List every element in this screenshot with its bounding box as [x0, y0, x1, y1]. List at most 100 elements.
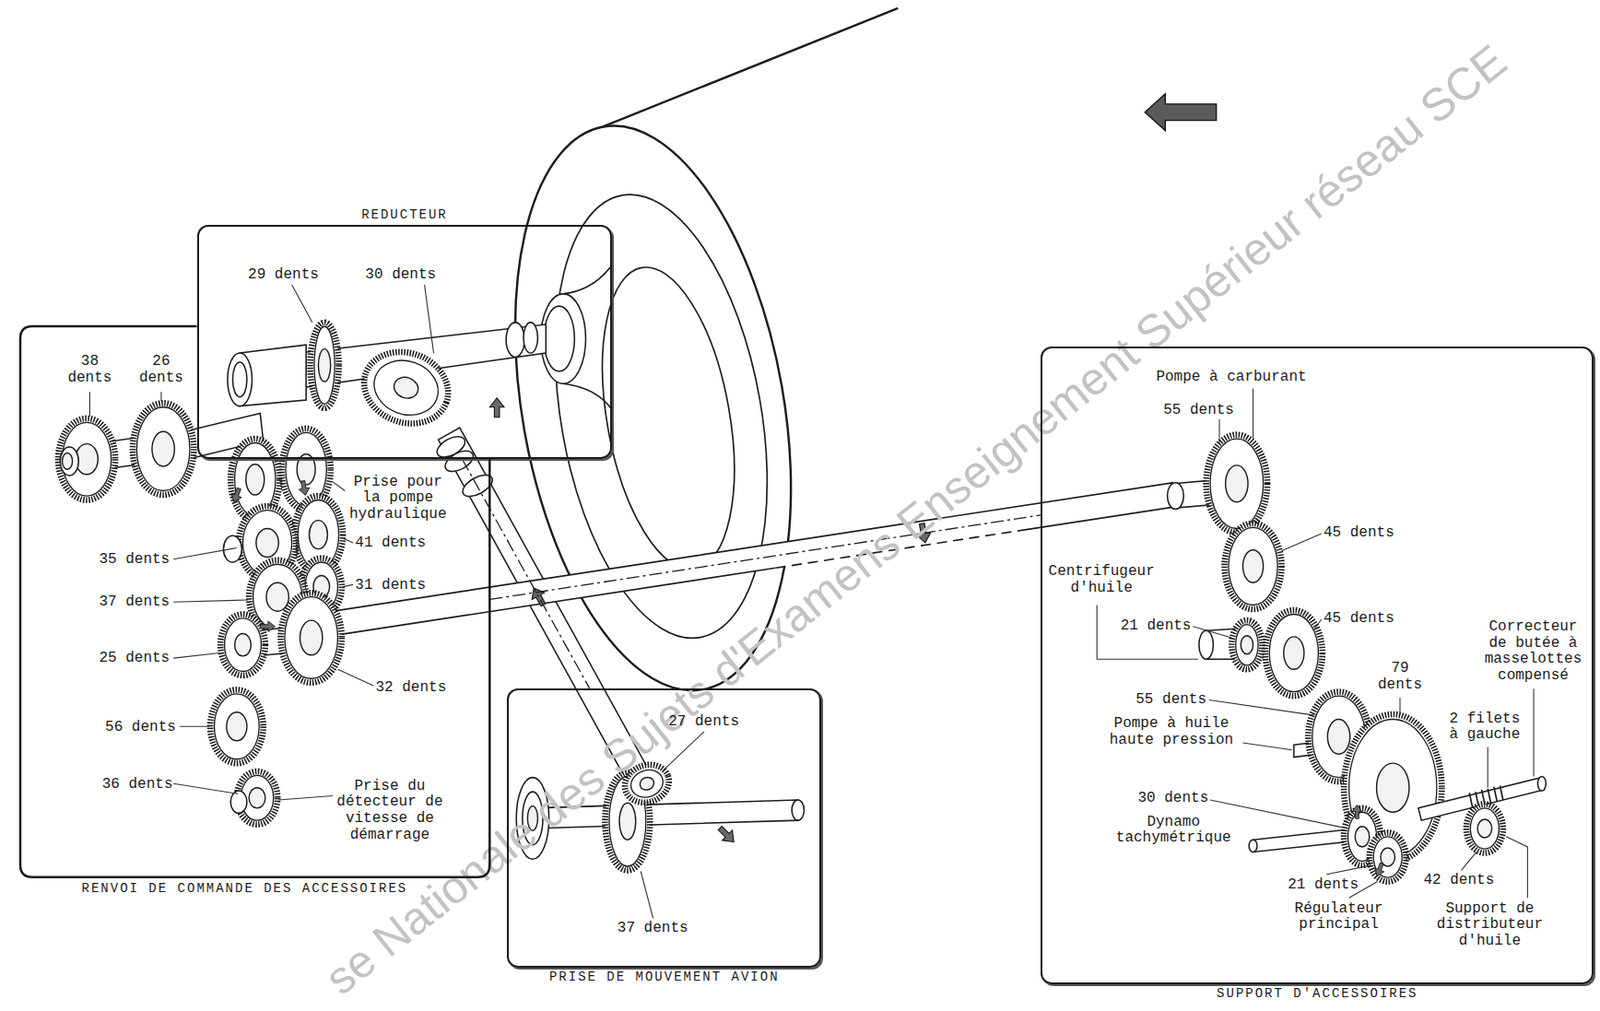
gear-part	[1231, 620, 1262, 670]
gear	[1466, 803, 1504, 853]
leader-lines-part	[89, 391, 91, 417]
rotation-arrows-part	[489, 398, 504, 418]
gear-part	[1224, 523, 1283, 610]
gear-part	[62, 422, 112, 496]
gear-part	[1376, 763, 1410, 812]
gear-part	[1240, 635, 1253, 655]
part-label: 42 dents	[1423, 872, 1495, 890]
gear	[1265, 610, 1323, 696]
accessory-shaft-part	[305, 567, 776, 640]
gear-part	[1225, 465, 1248, 503]
gear-part	[1235, 624, 1259, 666]
gear	[1231, 620, 1262, 670]
gear-part	[1269, 613, 1318, 692]
part-label: 30 dents	[364, 267, 436, 284]
leader-lines-part	[1192, 626, 1232, 638]
part-label: 2 filets à gauche	[1444, 711, 1527, 744]
part-label: Centrifugeur d'huile	[1046, 564, 1158, 597]
gear-part	[235, 442, 276, 517]
gear-part	[280, 592, 342, 683]
leader-lines-part	[332, 482, 345, 492]
part-label: 41 dents	[354, 535, 426, 553]
gear-part	[1470, 808, 1499, 849]
gear-part	[314, 326, 335, 404]
accessory-support-part	[1537, 776, 1546, 792]
part-label: Dynamo tachymétrique	[1106, 814, 1240, 848]
leader-lines-part	[1242, 742, 1292, 751]
leader-lines-part	[1282, 533, 1322, 552]
part-label: Régulateur principal	[1287, 901, 1390, 934]
gear-part	[299, 620, 322, 656]
leader-lines-part	[424, 284, 435, 353]
rotation-arrows-part	[1144, 94, 1216, 131]
gear-part	[1228, 527, 1278, 605]
accessory-gearbox-part	[62, 453, 73, 471]
part-label: 32 dents	[375, 680, 447, 697]
leader-lines-part	[1487, 746, 1489, 788]
engine-casing-part	[543, 305, 575, 372]
accessory-support-part	[1469, 785, 1504, 807]
gear-part	[58, 418, 116, 501]
drawing-group	[58, 8, 1546, 919]
leader-lines-part	[1460, 851, 1477, 871]
part-label: Support de distributeur d'huile	[1423, 901, 1556, 951]
gear-part	[619, 802, 636, 840]
engine-casing-part	[563, 267, 611, 295]
rotation-arrows-part	[297, 480, 311, 497]
gear	[1206, 435, 1268, 533]
leader-lines-part	[1252, 388, 1254, 440]
gear-part	[1327, 719, 1350, 755]
accessory-gearbox-part	[230, 790, 248, 813]
engine-casing-part	[541, 294, 587, 384]
gear-part	[308, 520, 328, 550]
part-label: 56 dents	[105, 719, 177, 737]
leader-lines-part	[1313, 619, 1322, 631]
engine-casing-part	[581, 257, 756, 580]
gear-part	[310, 322, 340, 409]
rotation-arrows-part	[715, 823, 740, 848]
part-label: 38 dents	[64, 353, 116, 387]
bevel-gear-part	[366, 352, 447, 424]
gear-part	[220, 613, 266, 675]
part-label: 36 dents	[102, 776, 174, 794]
leader-lines-part	[1218, 419, 1220, 445]
gear-part	[317, 349, 330, 382]
gear-part	[213, 694, 259, 760]
part-label: 29 dents	[247, 267, 319, 284]
part-label: Pompe à carburant	[1155, 369, 1306, 387]
gear	[310, 322, 340, 409]
leader-lines-part	[1532, 688, 1534, 777]
leader-lines-part	[337, 669, 374, 686]
gear-part	[1265, 610, 1323, 696]
engine-casing-part	[602, 8, 898, 127]
part-label: 37 dents	[617, 920, 689, 938]
reduction-gear-shaft-part	[505, 322, 525, 358]
leader-lines-part	[292, 284, 313, 323]
accessory-gearbox-part	[59, 447, 79, 476]
gear-part	[1242, 550, 1263, 583]
leader-lines-part	[173, 600, 248, 602]
part-label: 21 dents	[1287, 877, 1359, 895]
leader-lines-part	[173, 653, 220, 659]
gear	[280, 592, 342, 683]
leader-lines-part	[640, 870, 653, 918]
reduction-gear-shaft-part	[232, 362, 247, 398]
part-label: 30 dents	[1137, 790, 1209, 808]
gear-part	[1206, 435, 1268, 533]
part-label: 21 dents	[1120, 618, 1192, 636]
gear-part	[1283, 636, 1305, 670]
shaft-centerline	[462, 458, 590, 689]
part-label: Prise pour la pompe hydraulique	[344, 474, 451, 524]
gear-part	[132, 402, 194, 495]
rotation-arrows-part	[1352, 805, 1363, 820]
accessory-shaft-part	[1020, 506, 1174, 530]
part-label: 27 dents	[668, 714, 740, 731]
leader-lines-part	[173, 783, 238, 794]
rotation-arrows-part	[229, 486, 245, 505]
leader-lines-part	[1505, 836, 1528, 898]
rotation-arrows	[229, 94, 1388, 879]
leader-lines-part	[160, 391, 162, 401]
reduction-gear-shaft-part	[227, 352, 253, 407]
gear	[132, 402, 194, 495]
